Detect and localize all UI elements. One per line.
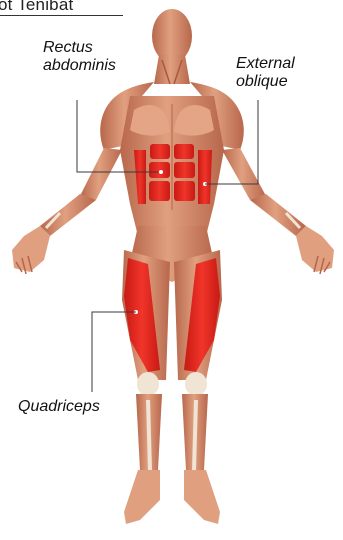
external-oblique-label: External oblique <box>236 55 295 91</box>
quadriceps-label: Quadriceps <box>18 398 100 416</box>
head <box>152 9 192 84</box>
oblique-label-line-1: External <box>236 55 295 73</box>
left-arm <box>12 148 122 274</box>
rectus-abdominis-label: Rectus abdominis <box>43 39 116 75</box>
left-leg <box>122 250 170 524</box>
oblique-label-line-2: oblique <box>236 73 295 91</box>
rectus-label-line-2: abdominis <box>43 57 116 75</box>
right-arm <box>222 148 334 274</box>
right-leg <box>174 250 222 524</box>
rectus-label-line-1: Rectus <box>43 39 116 57</box>
